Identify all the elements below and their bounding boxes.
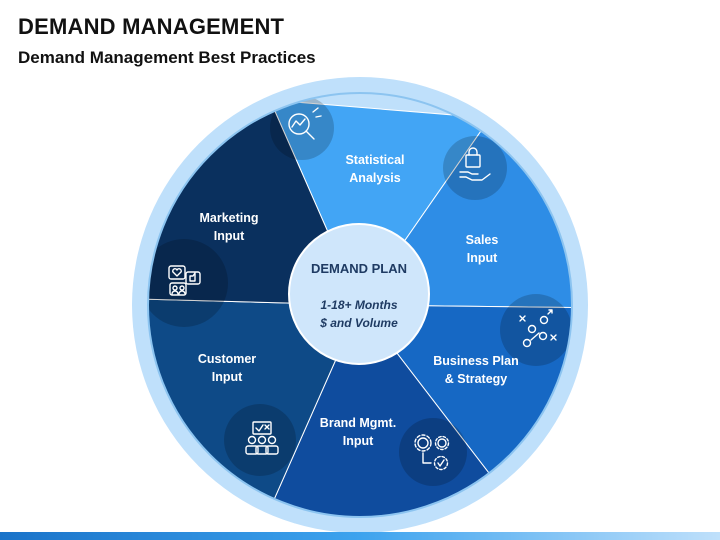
wheel-edge bbox=[147, 92, 573, 518]
label-customer-line1: Customer bbox=[198, 352, 256, 366]
icon-circle-customer bbox=[224, 404, 296, 476]
center-title: DEMAND PLAN bbox=[311, 261, 407, 276]
label-sales-line2: Input bbox=[467, 251, 498, 265]
label-customer-line2: Input bbox=[212, 370, 243, 384]
center-hub bbox=[288, 223, 430, 365]
strategy-play-icon bbox=[519, 309, 557, 348]
label-brand-line2: Input bbox=[343, 434, 374, 448]
label-marketing-line2: Input bbox=[214, 229, 245, 243]
center-line1: 1-18+ Months bbox=[320, 298, 397, 312]
label-business-line1: Business Plan bbox=[433, 354, 518, 368]
icon-circle-sales bbox=[443, 136, 507, 200]
social-media-icon bbox=[168, 265, 201, 296]
page-title: DEMAND MANAGEMENT bbox=[18, 14, 285, 39]
label-sales-line1: Sales bbox=[466, 233, 499, 247]
customers-icon bbox=[245, 421, 279, 455]
label-brand-line1: Brand Mgmt. bbox=[320, 416, 396, 430]
label-marketing-line1: Marketing bbox=[199, 211, 258, 225]
gears-process-icon bbox=[414, 434, 450, 471]
page-subtitle: Demand Management Best Practices bbox=[18, 48, 316, 67]
icon-circle-statistical bbox=[270, 96, 334, 160]
shopping-hand-icon bbox=[459, 147, 491, 181]
label-statistical-line1: Statistical bbox=[345, 153, 404, 167]
bottom-accent-bar bbox=[0, 532, 720, 540]
label-business-line2: & Strategy bbox=[445, 372, 508, 386]
center-line2: $ and Volume bbox=[319, 316, 398, 330]
icon-circle-brand bbox=[399, 418, 467, 486]
label-statistical-line2: Analysis bbox=[349, 171, 400, 185]
search-analysis-icon bbox=[288, 107, 322, 140]
